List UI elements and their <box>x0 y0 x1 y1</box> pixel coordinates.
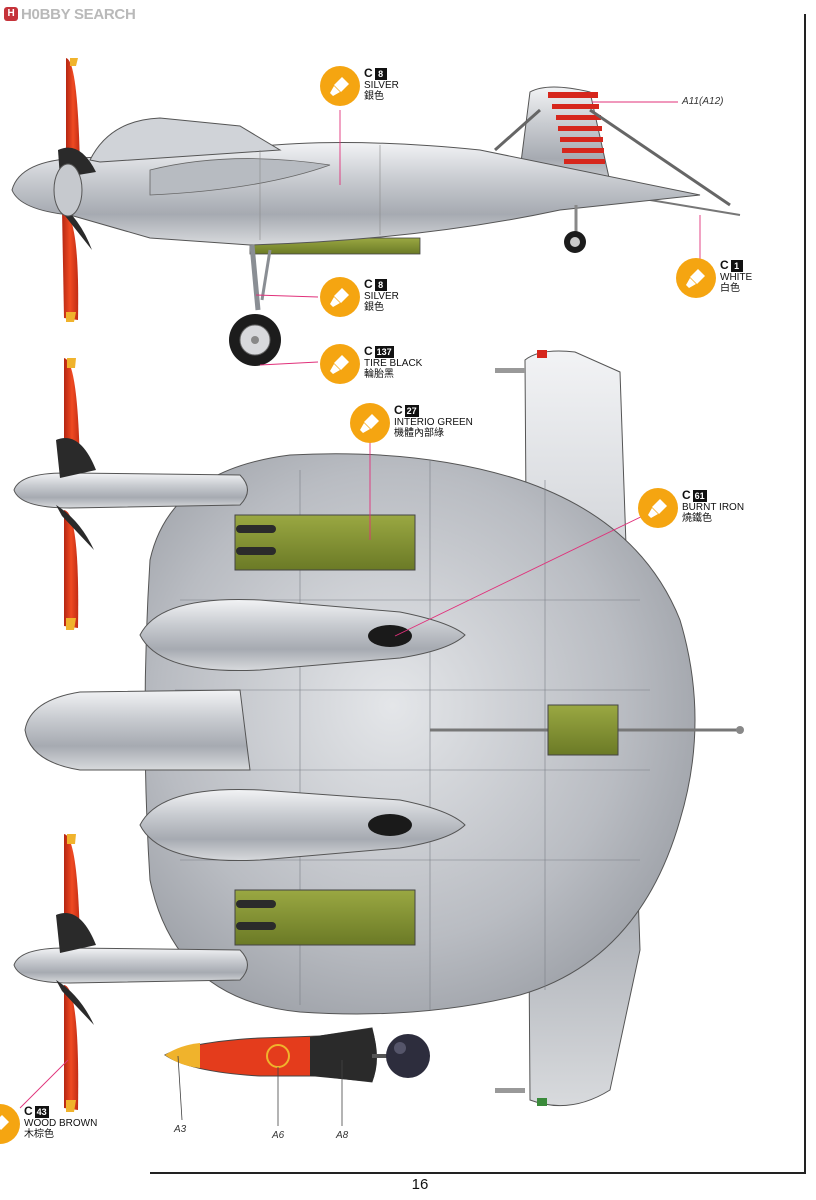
paint-brush-icon <box>320 344 360 384</box>
paint-name-en: WHITE <box>720 272 753 283</box>
part-label-a6: A6 <box>272 1130 285 1141</box>
paint-name-en: BURNT IRON <box>682 502 745 513</box>
side-propeller <box>53 58 96 322</box>
page-border-right <box>804 14 806 1174</box>
top-bay-lower <box>234 889 416 946</box>
paint-code-number: 1 <box>730 259 743 272</box>
side-view <box>11 58 741 366</box>
paint-code-letter: C <box>364 277 373 291</box>
top-view <box>13 350 744 1112</box>
page-number: 16 <box>411 1176 429 1193</box>
paint-code-number: 137 <box>374 345 394 358</box>
paint-name-en: INTERIO GREEN <box>394 417 473 428</box>
hobby-search-logo-icon: H <box>4 7 18 21</box>
paint-name-en: SILVER <box>364 291 399 302</box>
paint-name-zh: 機體內部綠 <box>394 428 444 439</box>
paint-code-letter: C <box>720 258 729 272</box>
leader-lines <box>19 101 701 1109</box>
paint-name-zh: 銀色 <box>364 302 384 313</box>
paint-name-en: WOOD BROWN <box>24 1118 98 1129</box>
exhaust-lower <box>368 814 412 836</box>
tail-boom-strut <box>589 108 731 207</box>
paint-name-zh: 燒鐵色 <box>682 513 712 524</box>
paint-name-en: TIRE BLACK <box>364 358 423 369</box>
hobby-search-watermark: H H0BBY SEARCH <box>4 4 136 24</box>
paint-brush-icon <box>638 488 678 528</box>
paint-name-zh: 木棕色 <box>24 1129 54 1140</box>
top-nose <box>24 689 251 771</box>
paint-code-letter: C <box>682 488 691 502</box>
part-leader-lines <box>177 1055 343 1126</box>
top-nacelle-lower <box>13 947 248 984</box>
top-nacelle-upper <box>13 472 248 509</box>
paint-code-number: 8 <box>374 278 387 291</box>
paint-name-zh: 輪胎黑 <box>364 369 394 380</box>
paint-code-number: 27 <box>404 404 419 417</box>
paint-brush-icon <box>320 277 360 317</box>
tail-fin-stripes <box>548 92 605 164</box>
paint-brush-icon <box>350 403 390 443</box>
top-bay-upper <box>234 514 416 571</box>
watermark-text: H0BBY SEARCH <box>21 5 136 23</box>
top-bay-rear <box>547 704 619 756</box>
paint-code-number: 8 <box>374 67 387 80</box>
side-nacelle <box>149 158 331 196</box>
paint-brush-icon <box>676 258 716 298</box>
tail-wheel <box>564 205 586 253</box>
part-label-a11: A11(A12) <box>682 96 724 107</box>
paint-name-zh: 銀色 <box>364 91 384 102</box>
paint-brush-icon <box>320 66 360 106</box>
part-label-a8: A8 <box>336 1130 349 1141</box>
side-canopy <box>89 117 282 163</box>
paint-brush-icon <box>0 1104 20 1144</box>
engine-pod-upper <box>139 598 466 672</box>
paint-code-letter: C <box>394 403 403 417</box>
paint-code-letter: C <box>364 66 373 80</box>
paint-code-number: 61 <box>692 489 707 502</box>
paint-name-en: SILVER <box>364 80 399 91</box>
paint-code-letter: C <box>364 344 373 358</box>
top-propeller-upper <box>56 358 96 630</box>
top-propeller-lower <box>56 834 96 1112</box>
engine-pod-lower <box>139 788 466 862</box>
paint-code-letter: C <box>24 1104 33 1118</box>
tail-strut <box>494 108 541 152</box>
drop-tank-tail-black <box>310 1028 377 1082</box>
part-label-a3: A3 <box>174 1124 187 1135</box>
paint-code-number: 43 <box>34 1105 49 1118</box>
drop-tank-ball <box>386 1034 430 1078</box>
drop-tank-part <box>164 1027 430 1083</box>
drop-tank-nose <box>165 1043 200 1068</box>
exhaust-upper <box>368 625 412 647</box>
page-border-bottom <box>150 1172 806 1174</box>
main-landing-gear <box>229 244 281 366</box>
top-main-body <box>144 453 696 1015</box>
paint-name-zh: 白色 <box>720 283 740 294</box>
